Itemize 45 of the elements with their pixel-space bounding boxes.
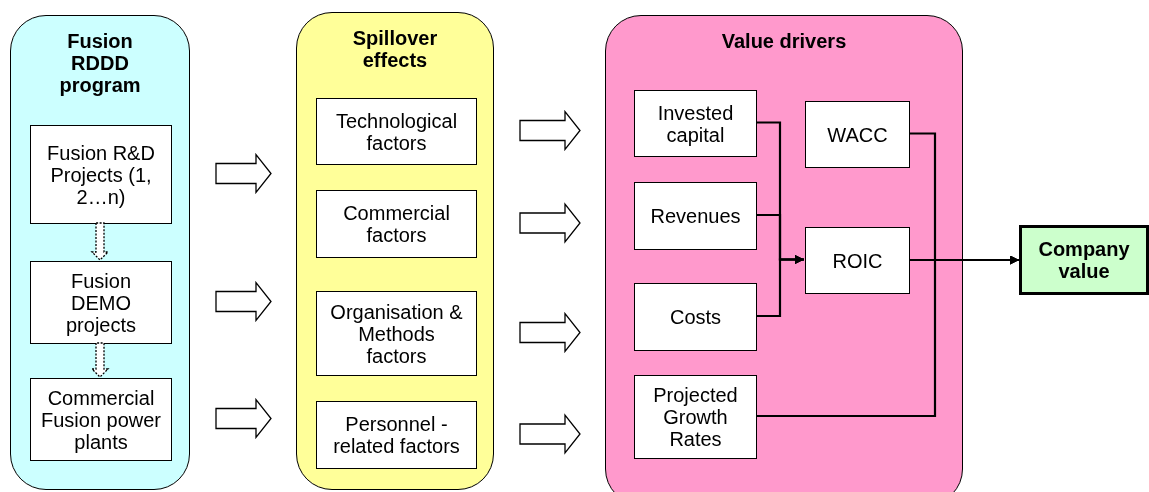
node-label: Personnel - related factors <box>332 413 461 457</box>
node-label: Fusion DEMO projects <box>65 269 137 336</box>
result-box <box>1019 225 1149 295</box>
block-arrow <box>215 397 272 440</box>
node-label: ROIC <box>832 249 883 272</box>
panel-title: Fusion RDDD program <box>58 30 142 96</box>
block-arrow <box>215 152 272 195</box>
factor-box <box>316 291 477 376</box>
node-label: Commercial Fusion power plants <box>39 386 163 453</box>
connector-arrow <box>756 255 804 318</box>
process-box <box>30 125 172 224</box>
node-label: Organisation & Methods factors <box>329 300 464 367</box>
node-label: WACC <box>827 123 888 146</box>
category-panel <box>605 15 963 492</box>
node-label: Fusion R&D Projects (1, 2…n) <box>47 141 155 208</box>
process-box <box>30 378 172 461</box>
block-arrow <box>90 222 110 261</box>
connector-arrow <box>756 255 1019 418</box>
driver-box <box>805 227 910 294</box>
node-label: Commercial factors <box>342 202 451 246</box>
node-label: Invested capital <box>656 101 735 146</box>
block-arrow <box>519 311 581 354</box>
driver-box <box>634 90 757 157</box>
panel-title: Spillover effects <box>351 27 439 71</box>
driver-box <box>634 182 757 250</box>
block-arrow <box>519 413 581 455</box>
block-arrow <box>215 280 272 323</box>
node-label: Revenues <box>650 205 741 227</box>
block-arrow <box>519 109 581 152</box>
block-arrow <box>519 202 581 244</box>
block-arrow <box>90 342 110 378</box>
program-panel <box>10 15 190 490</box>
node-label: Company value <box>1037 238 1131 282</box>
category-panel <box>296 12 494 490</box>
driver-box <box>805 101 910 168</box>
driver-box <box>634 283 757 351</box>
factor-box <box>316 401 477 469</box>
driver-box <box>634 375 757 459</box>
panel-title: Value drivers <box>721 30 847 52</box>
node-label: Projected Growth Rates <box>652 384 739 450</box>
factor-box <box>316 98 477 165</box>
node-label: Technological factors <box>334 109 459 154</box>
process-box <box>30 261 172 344</box>
factor-box <box>316 190 477 258</box>
node-label: Costs <box>669 306 722 328</box>
